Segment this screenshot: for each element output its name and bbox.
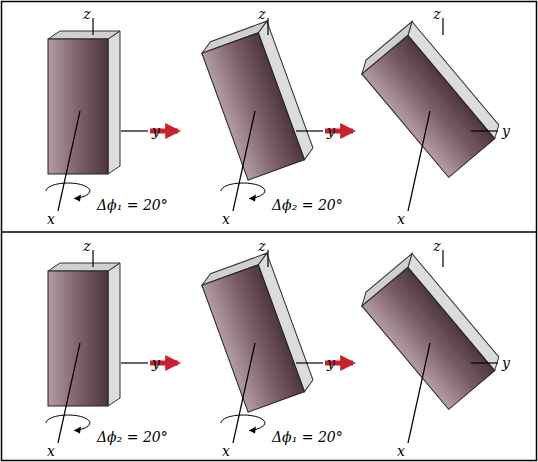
axis-label: y (327, 356, 335, 370)
axis-label: z (433, 7, 440, 21)
panel-divider (2, 231, 537, 233)
axis-label: z (433, 239, 440, 253)
axis-label: z (258, 7, 265, 21)
book (199, 253, 316, 412)
rotation-label: Δϕ₂ = 20° (272, 198, 343, 212)
axis-label: x (47, 212, 55, 226)
book-side (108, 31, 120, 174)
rotation-label: Δϕ₁ = 20° (272, 430, 343, 444)
rotation-ellipse (221, 415, 265, 431)
axis-line (296, 362, 323, 363)
axis-label: y (152, 124, 160, 138)
book-top (48, 263, 120, 271)
axis-label: z (83, 239, 90, 253)
axis-line (267, 18, 268, 35)
axis-line (267, 250, 268, 267)
axis-label: y (152, 356, 160, 370)
book-frame (46, 18, 148, 211)
book-frame (357, 250, 504, 443)
axis-line (92, 250, 93, 267)
book-frame (199, 18, 323, 211)
book (199, 21, 316, 180)
axis-label: x (222, 212, 230, 226)
axis-line (471, 130, 498, 131)
axis-label: z (258, 239, 265, 253)
book-face (362, 35, 495, 177)
rotation-label: Δϕ₂ = 20° (97, 430, 168, 444)
axis-label: x (397, 212, 405, 226)
axis-line (471, 362, 498, 363)
axis-line (92, 18, 93, 35)
axis-label: x (222, 444, 230, 458)
book-frame (357, 18, 504, 211)
rotation-arrowhead (74, 427, 81, 434)
book-frame (199, 250, 323, 443)
axis-line (408, 343, 430, 443)
book (48, 263, 120, 406)
axis-line (296, 130, 323, 131)
book (357, 22, 504, 178)
book-face (202, 33, 305, 180)
axis-label: x (397, 444, 405, 458)
axis-label: z (83, 7, 90, 21)
axis-line (442, 18, 443, 35)
book (48, 31, 120, 174)
book-face (202, 265, 305, 412)
book-side (108, 263, 120, 406)
rotation-ellipse (46, 183, 90, 199)
rotation-arrowhead (74, 195, 81, 202)
rotation-arrowhead (249, 427, 256, 434)
rotation-ellipse (221, 183, 265, 199)
axis-line (58, 111, 80, 211)
axis-line (233, 111, 255, 211)
book-face (48, 39, 108, 174)
axis-label: y (502, 124, 510, 138)
axis-label: x (47, 444, 55, 458)
axis-line (121, 130, 148, 131)
rotation-arrowhead (249, 195, 256, 202)
rotation-ellipse (46, 415, 90, 431)
axis-label: y (502, 356, 510, 370)
book (357, 254, 504, 410)
axis-label: y (327, 124, 335, 138)
axis-line (442, 250, 443, 267)
axis-line (121, 362, 148, 363)
book-face (48, 271, 108, 406)
axis-line (408, 111, 430, 211)
axis-line (233, 343, 255, 443)
book-top (48, 31, 120, 39)
book-frame (46, 250, 148, 443)
rotation-label: Δϕ₁ = 20° (97, 198, 168, 212)
axis-line (58, 343, 80, 443)
book-face (362, 267, 495, 409)
